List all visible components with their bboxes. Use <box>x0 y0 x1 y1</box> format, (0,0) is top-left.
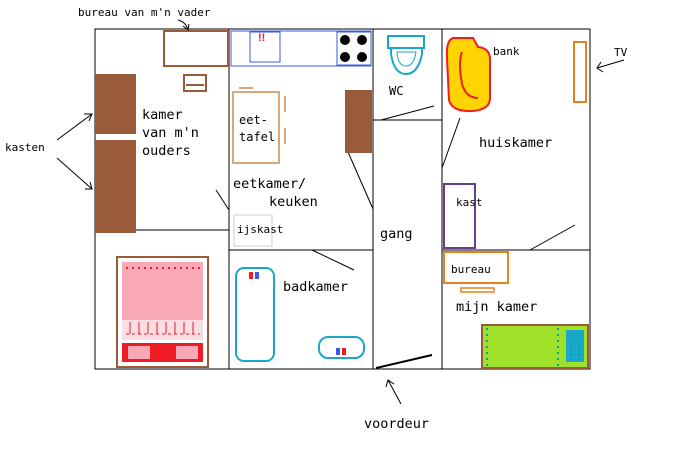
label-voordeur: voordeur <box>364 416 429 432</box>
my-desk <box>443 251 509 284</box>
label-kasten: kasten <box>5 141 45 154</box>
door-lines <box>215 105 576 369</box>
label-tv: TV <box>614 46 628 59</box>
toilet <box>387 35 425 76</box>
label-bank: bank <box>493 45 520 58</box>
wardrobe-top <box>95 74 136 134</box>
label-kamer-line1: kamer <box>142 107 183 123</box>
label-bureau: bureau <box>451 263 491 276</box>
sink <box>249 31 281 63</box>
label-huiskamer: huiskamer <box>479 135 552 151</box>
annotation-arrows <box>56 19 625 405</box>
my-desk-chair <box>460 287 495 293</box>
label-kast: kast <box>456 196 483 209</box>
label-eetkamer-line1: eetkamer/ <box>233 176 306 192</box>
label-kamer-line3: ouders <box>142 143 191 159</box>
sofa <box>445 37 491 113</box>
kitchen-cabinet <box>345 90 372 153</box>
father-desk <box>163 30 229 92</box>
parents-bed <box>116 256 209 368</box>
label-wc: WC <box>389 84 403 98</box>
label-ijskast: ijskast <box>237 223 283 236</box>
label-eetkamer-line2: keuken <box>269 194 318 210</box>
desk-chair <box>183 74 207 92</box>
dining-table <box>232 87 286 164</box>
tv <box>573 41 587 103</box>
label-badkamer: badkamer <box>283 279 348 295</box>
label-gang: gang <box>380 226 413 242</box>
label-eettafel-line1: eet- <box>239 113 268 127</box>
label-mijn-kamer: mijn kamer <box>456 299 537 315</box>
wardrobes <box>95 74 136 233</box>
wardrobe-bottom <box>95 140 136 233</box>
fridge <box>233 214 273 247</box>
stove-marks: !! <box>258 32 265 44</box>
bathroom-sink <box>318 336 365 359</box>
walls <box>94 28 591 370</box>
label-eettafel-line2: tafel <box>239 130 275 144</box>
label-kamer-line2: van m'n <box>142 125 199 141</box>
desk-top <box>163 30 229 67</box>
my-bed <box>481 324 589 369</box>
label-bureau-vader: bureau van m'n vader <box>78 6 211 19</box>
kitchen-counter <box>230 30 372 67</box>
bathtub <box>235 267 275 362</box>
living-room-cabinet <box>443 183 476 249</box>
